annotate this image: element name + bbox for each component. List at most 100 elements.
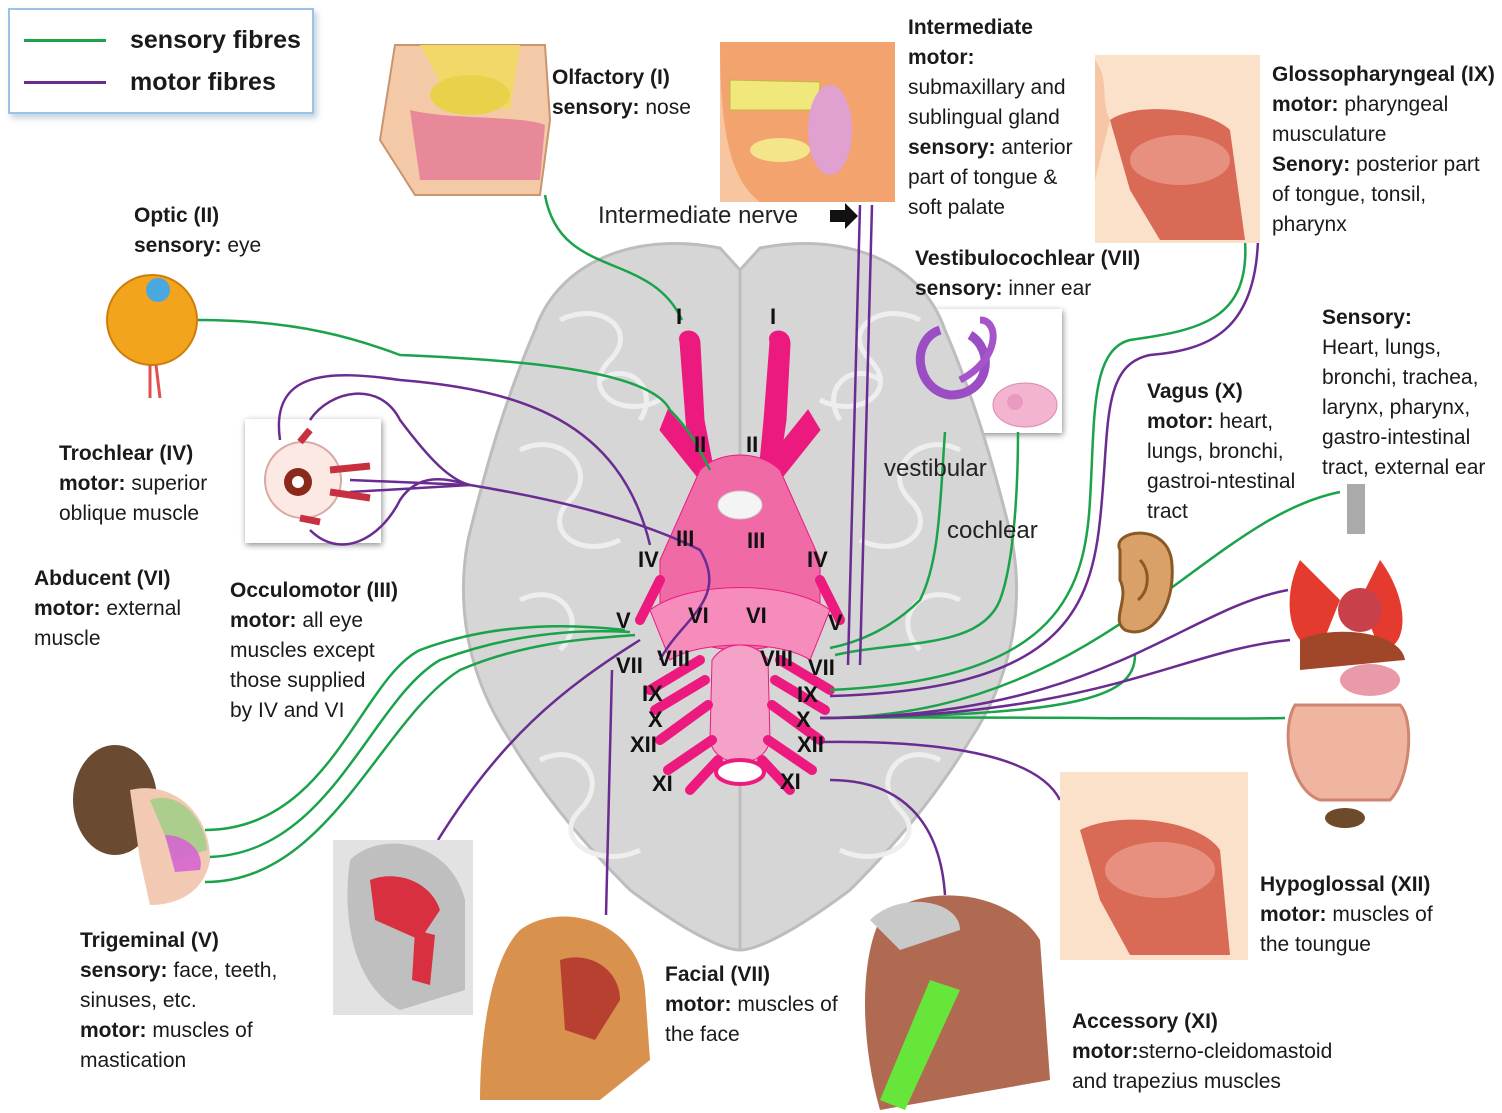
intermediate-key-sensory: sensory: [908,136,996,159]
occulomotor-key: motor: [230,609,297,632]
vagus-title: Vagus (X) [1147,380,1243,403]
accessory-line3: and trapezius muscles [1072,1070,1281,1093]
woman-face-illustration [73,745,210,905]
glossopharyngeal-line5: of tongue, tonsil, [1272,183,1427,206]
numeral-VI-right: VI [746,603,767,628]
numeral-VIII-right: VIII [760,646,794,671]
optic-key: sensory: [134,234,222,257]
numeral-II-right: II [746,432,759,457]
numeral-IV-left: IV [638,547,659,572]
trochlear-value: superior [125,472,208,495]
trochlear-label: Trochlear (IV) motor: superior oblique m… [59,439,207,529]
numeral-XI-left: XI [652,771,673,796]
trigeminal-key-sensory: sensory: [80,959,168,982]
numeral-II-left: II [694,432,707,457]
numeral-IX-left: IX [642,681,663,706]
numeral-IX-right: IX [797,682,818,707]
glossopharyngeal-line3: musculature [1272,123,1387,146]
numeral-X-left: X [648,707,663,732]
optic-value: eye [221,234,262,257]
numeral-I-left: I [676,304,683,329]
olfactory-key: sensory: [552,96,640,119]
head-face-muscles-illustration [480,916,650,1100]
occulomotor-line4: those supplied [230,669,366,692]
throat-illustration-bottom [1060,772,1248,960]
abducent-value: external [100,597,182,620]
trochlear-title: Trochlear (IV) [59,442,194,465]
intermediate-line4: sublingual gland [908,106,1060,129]
trigeminal-value-motor: muscles of [146,1019,253,1042]
glossopharyngeal-key-sensory: Senory: [1272,153,1351,176]
nose-illustration [378,44,552,196]
facial-value: muscles of [731,993,838,1016]
occulomotor-line3: muscles except [230,639,375,662]
legend-motor-label: motor fibres [130,67,276,96]
vagus-line5: tract [1147,500,1188,523]
trochlear-line3: oblique muscle [59,502,200,525]
legend: sensory fibres motor fibres [8,8,314,114]
hypoglossal-key: motor: [1260,903,1327,926]
optic-label: Optic (II) sensory: eye [134,201,261,261]
vagus-sensory-title: Sensory: [1322,306,1412,329]
glossopharyngeal-value-motor: pharyngeal [1338,93,1449,116]
numeral-IV-right: IV [807,547,828,572]
trigeminal-title: Trigeminal (V) [80,929,219,952]
accessory-key: motor: [1072,1040,1139,1063]
legend-motor-swatch [24,80,106,84]
legend-motor: motor fibres [24,62,276,102]
vagus-value: heart, [1213,410,1274,433]
glossopharyngeal-line6: pharynx [1272,213,1347,236]
vestibulocochlear-title: Vestibulocochlear (VII) [915,247,1141,270]
intermediate-line6: part of tongue & [908,166,1058,189]
glossopharyngeal-value-sensory: posterior part [1350,153,1480,176]
occulomotor-line5: by IV and VI [230,699,345,722]
accessory-label: Accessory (XI) motor:sterno-cleidomastoi… [1072,1007,1332,1097]
facial-title: Facial (VII) [665,963,771,986]
vagus-sensory-line3: bronchi, trachea, [1322,366,1479,389]
vagus-label: Vagus (X) motor: heart, lungs, bronchi, … [1147,377,1295,527]
hypoglossal-label: Hypoglossal (XII) motor: muscles of the … [1260,870,1433,960]
glossopharyngeal-key-motor: motor: [1272,93,1339,116]
olfactory-label: Olfactory (I) sensory: nose [552,63,691,123]
intermediate-nerve-arrow-icon [830,203,858,229]
facial-line3: the face [665,1023,740,1046]
skull-mastication-illustration [333,840,473,1015]
vagus-sensory-line4: larynx, pharynx, [1322,396,1471,419]
trigeminal-line5: mastication [80,1049,187,1072]
hypoglossal-line3: the toungue [1260,933,1371,956]
intermediate-label: Intermediate motor: submaxillary and sub… [908,13,1073,223]
numeral-III-right: III [747,528,766,553]
numeral-VIII-left: VIII [657,646,691,671]
inner-ear-illustration [915,316,1058,428]
numeral-XI-right: XI [780,769,801,794]
trochlear-key: motor: [59,472,126,495]
abducent-key: motor: [34,597,101,620]
mouth-gland-illustration [720,42,895,202]
accessory-value: sterno-cleidomastoid [1138,1040,1333,1063]
legend-sensory-swatch [24,38,106,42]
vestibulocochlear-value: inner ear [1002,277,1092,300]
vagus-line4: gastroi-ntestinal [1147,470,1296,493]
olfactory-value: nose [639,96,691,119]
hypoglossal-title: Hypoglossal (XII) [1260,873,1431,896]
trigeminal-line3: sinuses, etc. [80,989,197,1012]
vestibulocochlear-key: sensory: [915,277,1003,300]
trigeminal-value-sensory: face, teeth, [167,959,278,982]
abducent-line3: muscle [34,627,101,650]
intermediate-key-motor: motor: [908,46,975,69]
legend-sensory: sensory fibres [24,20,301,60]
intermediate-title: Intermediate [908,16,1033,39]
intermediate-line3: submaxillary and [908,76,1066,99]
facial-key: motor: [665,993,732,1016]
olfactory-title: Olfactory (I) [552,66,670,89]
intermediate-nerve-label: Intermediate nerve [598,202,799,229]
numeral-VI-left: VI [688,603,709,628]
vestibular-label: vestibular [884,455,987,482]
trigeminal-label: Trigeminal (V) sensory: face, teeth, sin… [80,926,277,1076]
eyeball-muscles-illustration [264,427,371,526]
occulomotor-value: all eye [296,609,364,632]
occulomotor-label: Occulomotor (III) motor: all eye muscles… [230,576,398,726]
organs-illustration [1286,484,1411,828]
